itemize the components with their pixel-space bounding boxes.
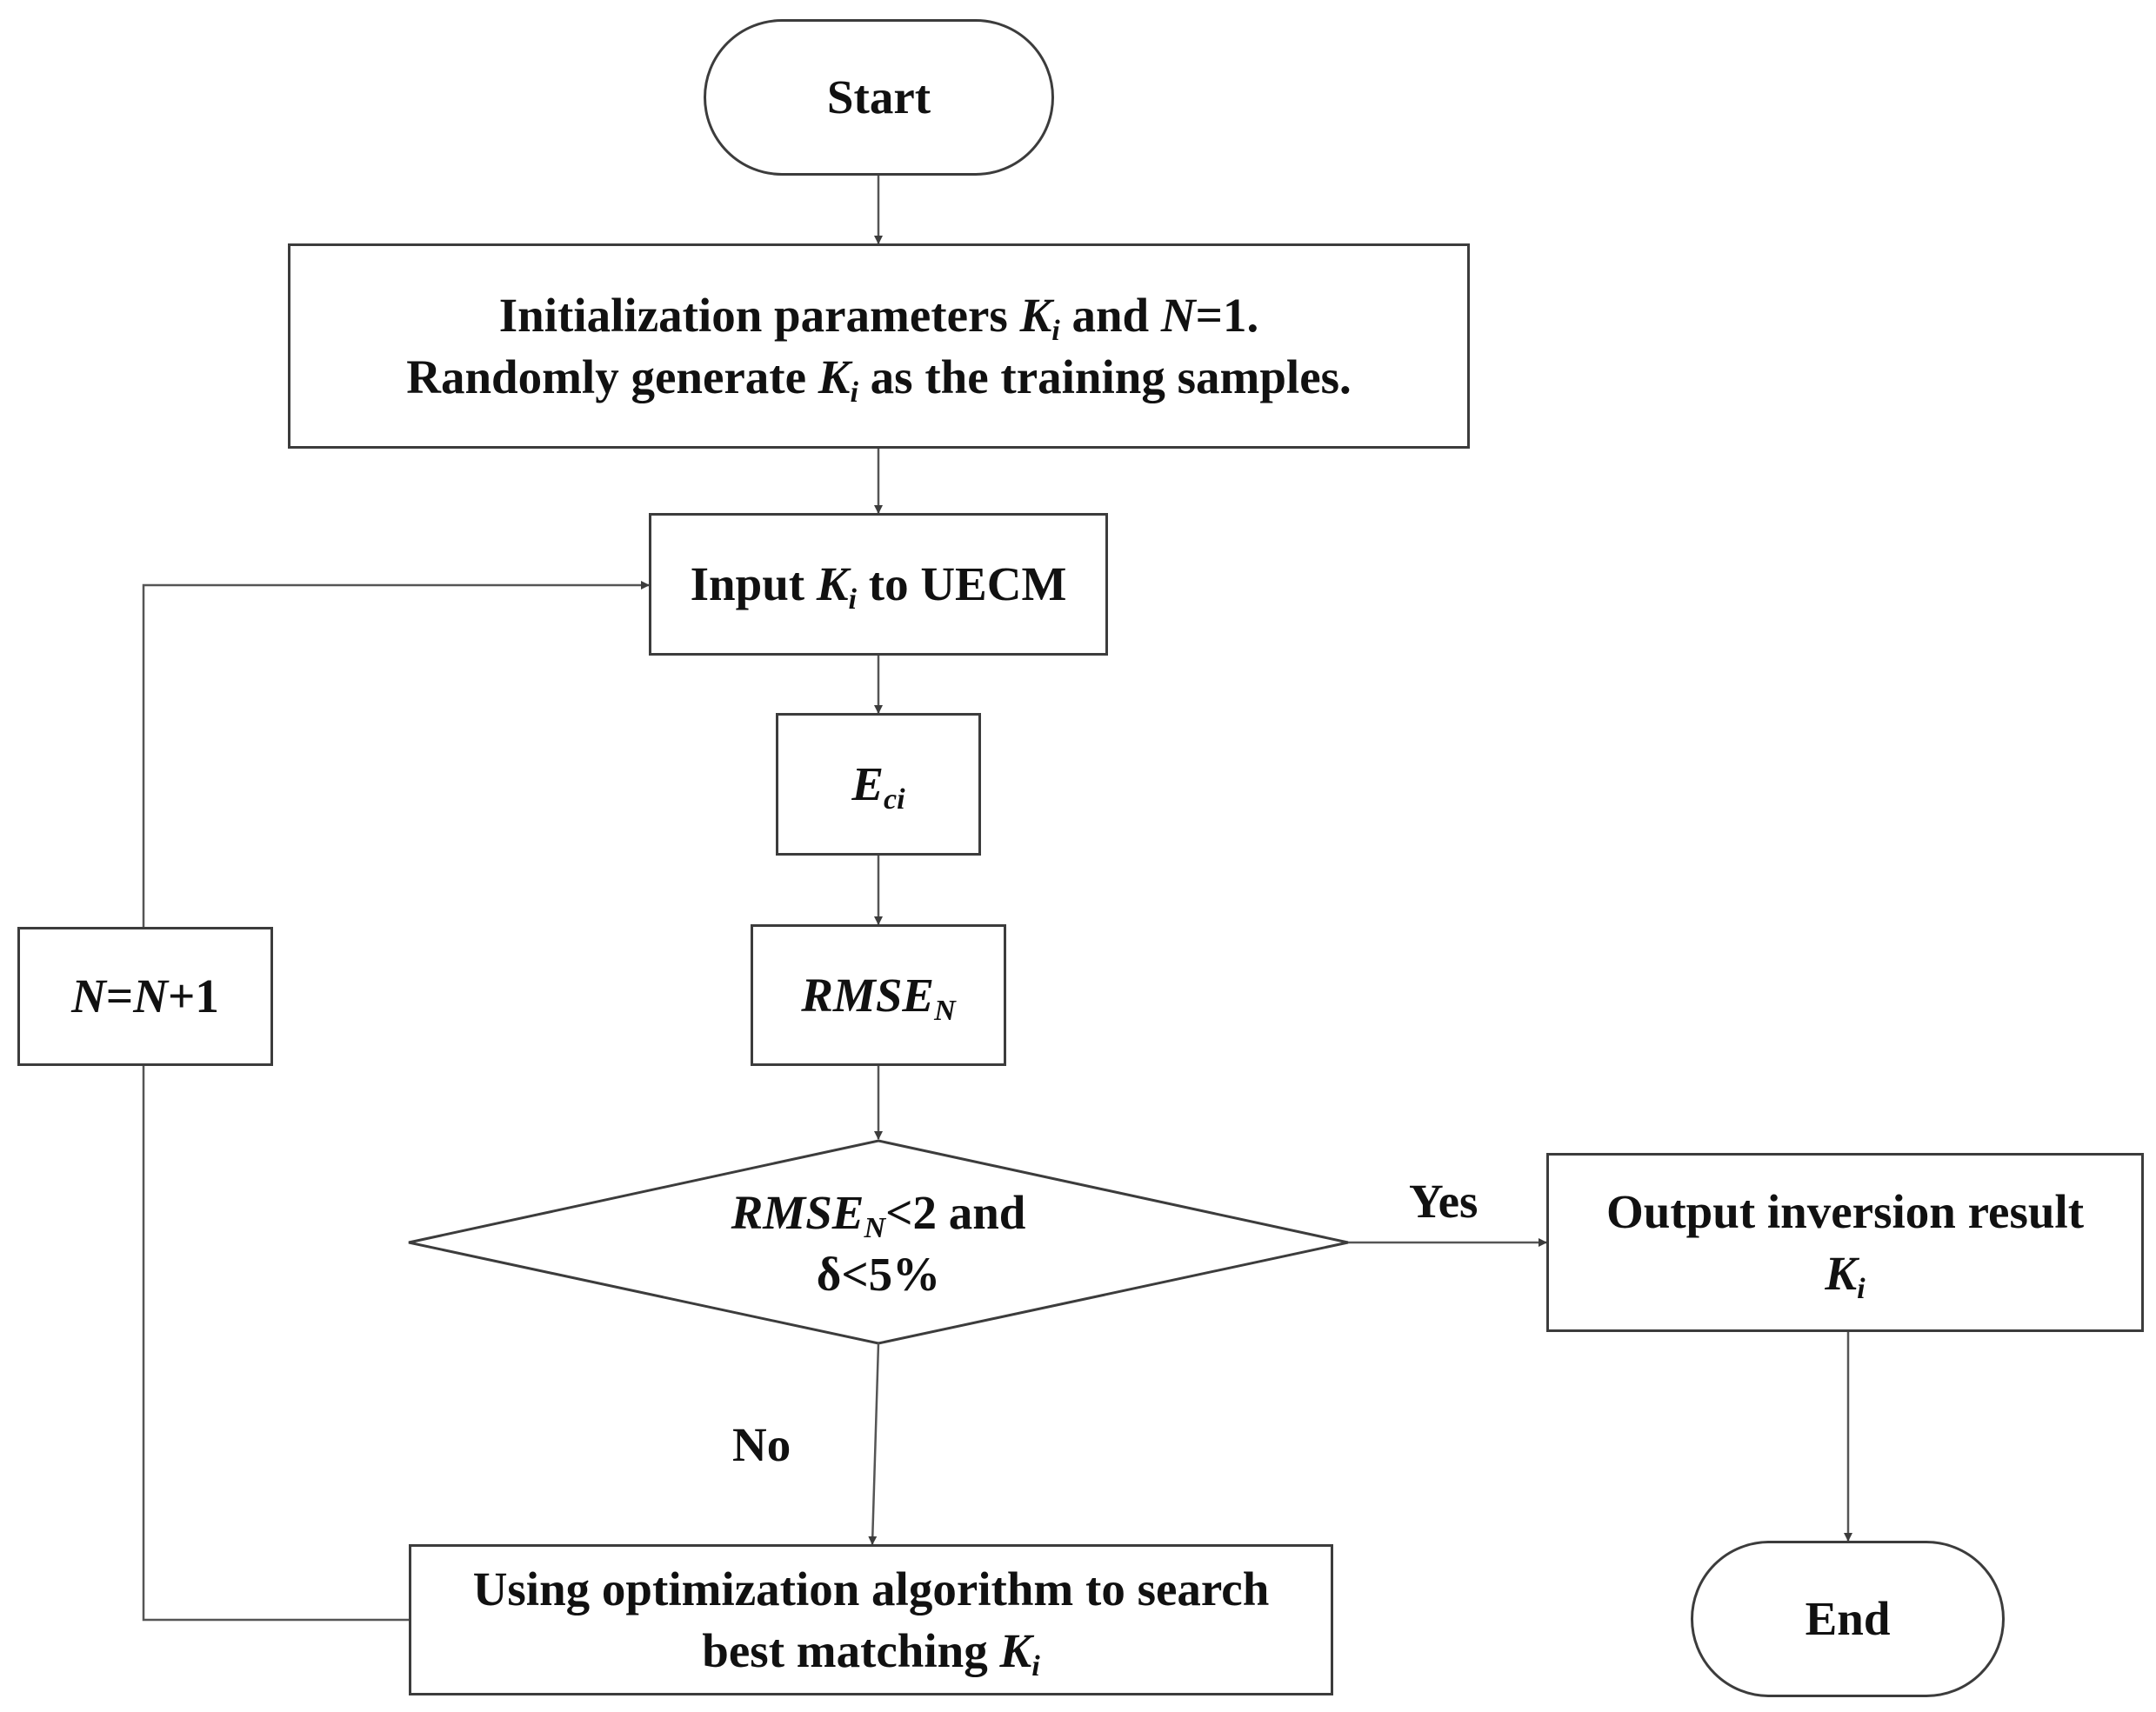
no-label: No — [732, 1418, 791, 1471]
init-line-2: Randomly generate Ki as the training sam… — [406, 350, 1352, 410]
input-uecm-box: Input Ki to UECM — [649, 513, 1108, 656]
yes-label: Yes — [1409, 1175, 1478, 1228]
decision-line-2: δ<5% — [816, 1248, 941, 1301]
end-terminal: End — [1691, 1541, 2005, 1697]
edge-update-input — [142, 581, 650, 927]
init-box: Initialization parameters Ki and N=1. Ra… — [288, 243, 1470, 449]
input-label: Input Ki to UECM — [690, 557, 1067, 616]
output-line-1: Output inversion result — [1605, 1184, 2085, 1238]
output-line-2: Ki — [1825, 1247, 1866, 1306]
edge-decision-optimize — [868, 1342, 880, 1545]
decision-label: RMSEN<2 and δ<5% — [557, 1174, 1200, 1313]
eci-label: Eci — [851, 757, 905, 816]
output-box: Output inversion result Ki — [1546, 1153, 2144, 1332]
edge-optimize-update — [142, 1066, 409, 1622]
decision-line-1: RMSEN<2 and — [731, 1185, 1026, 1244]
end-label: End — [1805, 1592, 1891, 1646]
start-terminal: Start — [704, 19, 1054, 176]
increment-label: N=N+1 — [71, 969, 219, 1023]
start-label: Start — [826, 70, 931, 124]
optimization-line-1: Using optimization algorithm to search — [472, 1562, 1270, 1615]
init-line-1: Initialization parameters Ki and N=1. — [498, 288, 1259, 347]
rmse-label: RMSEN — [801, 968, 956, 1027]
rmse-box: RMSEN — [751, 924, 1006, 1066]
optimization-line-2: best matching Ki — [702, 1624, 1040, 1683]
eci-box: Eci — [776, 713, 981, 856]
increment-box: N=N+1 — [17, 927, 273, 1066]
optimization-box: Using optimization algorithm to search b… — [409, 1544, 1333, 1695]
